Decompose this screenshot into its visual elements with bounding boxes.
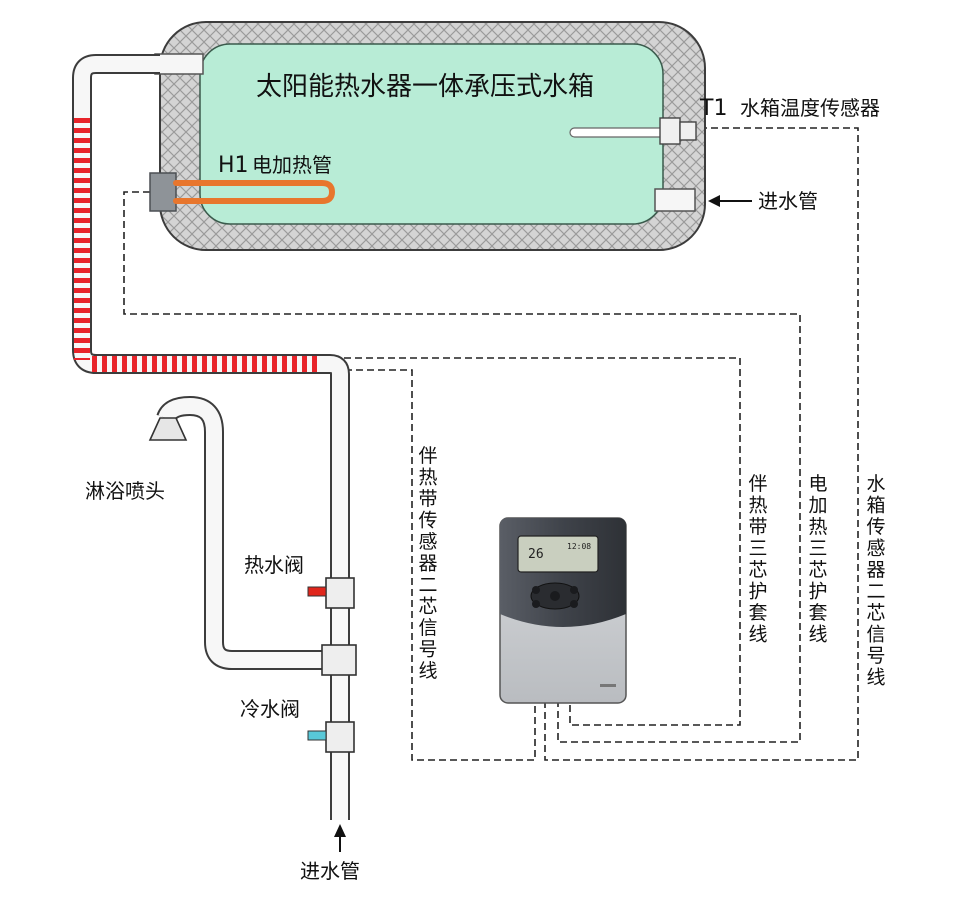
controller-button-left[interactable]	[532, 586, 540, 594]
heat-tape-sensor-signal-cable	[345, 369, 536, 761]
controller-lcd-time: 12:08	[567, 542, 591, 551]
shower-head-icon	[148, 417, 188, 441]
h1-heater-flange	[149, 172, 177, 212]
tank-inlet-stub	[654, 188, 696, 212]
bottom-inlet-arrow	[334, 824, 346, 852]
cold-valve-label: 冷水阀	[240, 697, 300, 721]
tank-inlet-arrow	[708, 195, 752, 207]
tank-sensor-signal-cable	[544, 127, 859, 761]
t1-sensor-probe	[569, 127, 666, 138]
wiring-lines	[123, 127, 859, 761]
shower-pipe	[158, 397, 340, 668]
bottom-inlet-label: 进水管	[300, 859, 360, 883]
solar-controller: 26 12:08	[499, 517, 627, 704]
water-tank: 太阳能热水器一体承压式水箱	[149, 21, 706, 251]
t1-sensor-cap	[679, 121, 697, 141]
tank-inlet-label: 进水管	[758, 189, 818, 213]
heat-tape-cable-label: 伴热带三芯护套线	[748, 473, 767, 646]
t1-sensor-fitting	[659, 117, 681, 145]
tank-outlet-stub	[154, 53, 204, 75]
h1-prefix: H1	[218, 153, 249, 178]
cold-valve-handle[interactable]	[307, 730, 327, 741]
hot-water-pipe	[72, 54, 350, 820]
heater-three-core-cable	[123, 191, 801, 743]
arrow-up-icon	[334, 824, 346, 837]
hot-valve-body	[325, 577, 355, 609]
h1-label: 电加热管	[252, 153, 332, 177]
controller-lcd	[517, 535, 599, 573]
controller-button-down-right[interactable]	[570, 600, 578, 608]
arrow-left-icon	[708, 195, 720, 207]
hot-valve-handle[interactable]	[307, 586, 327, 597]
shower-head-label: 淋浴喷头	[85, 479, 165, 503]
h1-heater-element	[173, 180, 336, 204]
t1-prefix: T1	[699, 96, 727, 121]
shower-branch	[148, 395, 340, 670]
hot-valve-label: 热水阀	[244, 553, 304, 577]
pipe-tee-fitting	[321, 644, 357, 676]
tank-sensor-cable-label: 水箱传感器二芯信号线	[866, 473, 885, 689]
controller-brand-mark	[600, 684, 616, 687]
heat-tape-three-core-cable	[322, 357, 741, 726]
heater-cable-label: 电加热三芯护套线	[808, 473, 827, 646]
controller-lcd-temp: 26	[528, 547, 544, 562]
hot-water-valve[interactable]	[307, 577, 355, 609]
cold-water-valve[interactable]	[307, 721, 355, 753]
main-pipe-body	[74, 56, 348, 820]
t1-label: 水箱温度传感器	[740, 96, 880, 120]
controller-button-center[interactable]	[550, 591, 560, 601]
cold-valve-body	[325, 721, 355, 753]
controller-button-down-left[interactable]	[532, 600, 540, 608]
tank-title: 太阳能热水器一体承压式水箱	[256, 72, 594, 102]
heat-tape-sensor-cable-label: 伴热带传感器二芯信号线	[418, 445, 437, 682]
controller-button-right[interactable]	[570, 586, 578, 594]
